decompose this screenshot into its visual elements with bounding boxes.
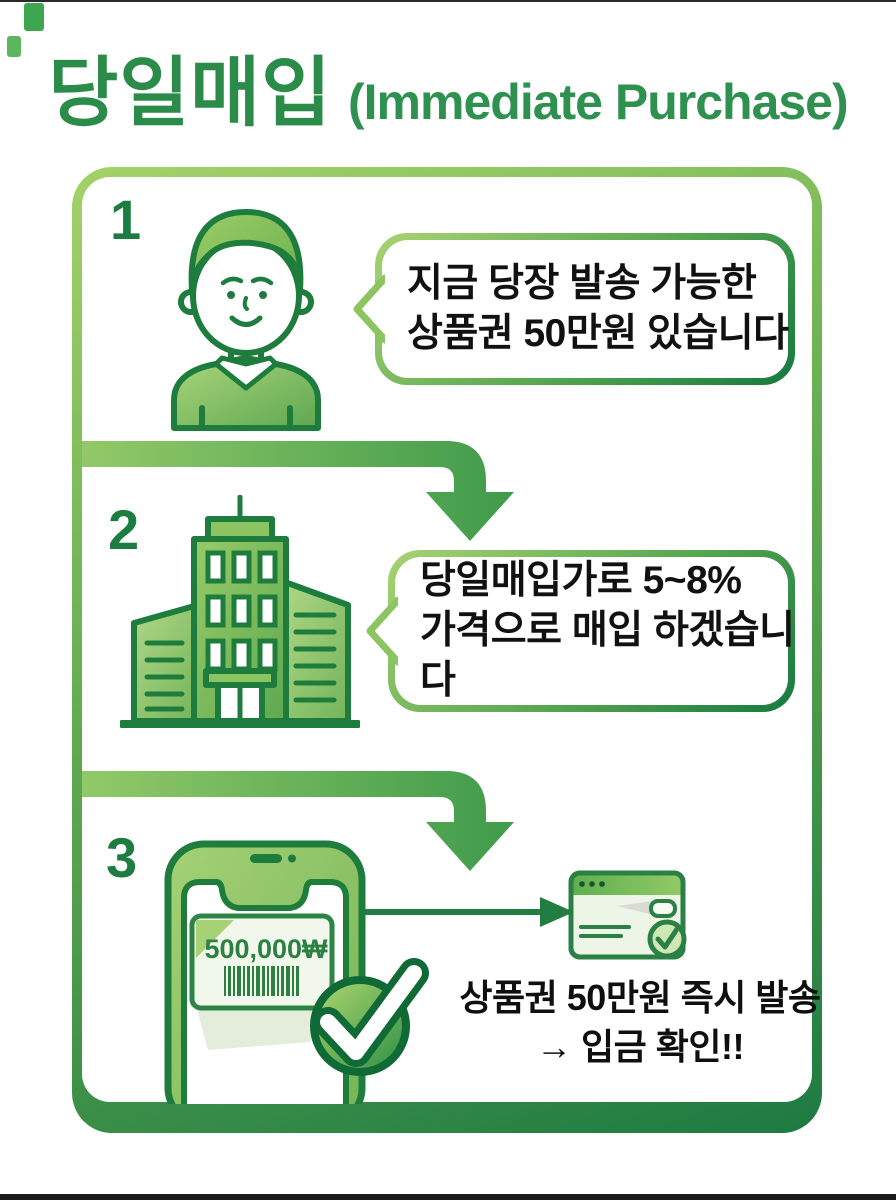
bottom-edge-line bbox=[0, 1194, 896, 1200]
barcode bbox=[224, 966, 299, 996]
speech-bubble-1: 지금 당장 발송 가능한 상품권 50만원 있습니다 bbox=[353, 233, 795, 385]
speech-bubble-2-body bbox=[395, 557, 788, 705]
bubble-line: 지금 당장 발송 가능한 bbox=[407, 262, 757, 306]
page-title: 당일매입 (Immediate Purchase) bbox=[0, 56, 896, 132]
person-icon bbox=[171, 209, 321, 431]
gift-card: 500,000₩ bbox=[189, 913, 335, 1011]
check-badge-icon bbox=[647, 919, 687, 959]
browser-window-icon bbox=[568, 870, 687, 960]
bubble-tail-icon bbox=[353, 274, 385, 344]
gift-card-value: 500,000₩ bbox=[204, 934, 328, 964]
smartphone-icon: 500,000₩ bbox=[164, 840, 366, 1104]
corner-green-mark bbox=[7, 36, 21, 57]
speech-bubble-1-body bbox=[382, 240, 788, 378]
phone-camera-icon bbox=[288, 854, 296, 863]
title-english: (Immediate Purchase) bbox=[348, 74, 849, 130]
speech-bubble-2: 당일매입가로 5~8% 가격으로 매입 하겠습니다 bbox=[366, 550, 795, 712]
bubble-line: 당일매입가로 5~8% bbox=[420, 559, 742, 603]
step-number-1: 1 bbox=[110, 188, 142, 251]
bubble-tail-icon bbox=[366, 596, 398, 666]
bubble-line: 상품권 50만원 있습니다 bbox=[407, 312, 789, 355]
speech-bubble-1-text: 지금 당장 발송 가능한 상품권 50만원 있습니다 bbox=[375, 233, 795, 385]
corner-green-mark bbox=[24, 3, 44, 31]
step3-caption: 상품권 50만원 즉시 발송 → 입금 확인!! bbox=[450, 974, 830, 1071]
bubble-line: 가격으로 매입 하겠습니다 bbox=[420, 609, 795, 702]
step-number-3: 3 bbox=[106, 826, 138, 889]
speech-bubble-2-text: 당일매입가로 5~8% 가격으로 매입 하겠습니다 bbox=[388, 550, 795, 712]
caption-line: 상품권 50만원 즉시 발송 bbox=[459, 977, 821, 1018]
top-edge-line bbox=[0, 0, 896, 2]
building-icon bbox=[120, 495, 360, 728]
title-korean: 당일매입 bbox=[48, 51, 333, 136]
phone-speaker-icon bbox=[250, 854, 282, 863]
caption-line: → 입금 확인!! bbox=[536, 1025, 744, 1067]
